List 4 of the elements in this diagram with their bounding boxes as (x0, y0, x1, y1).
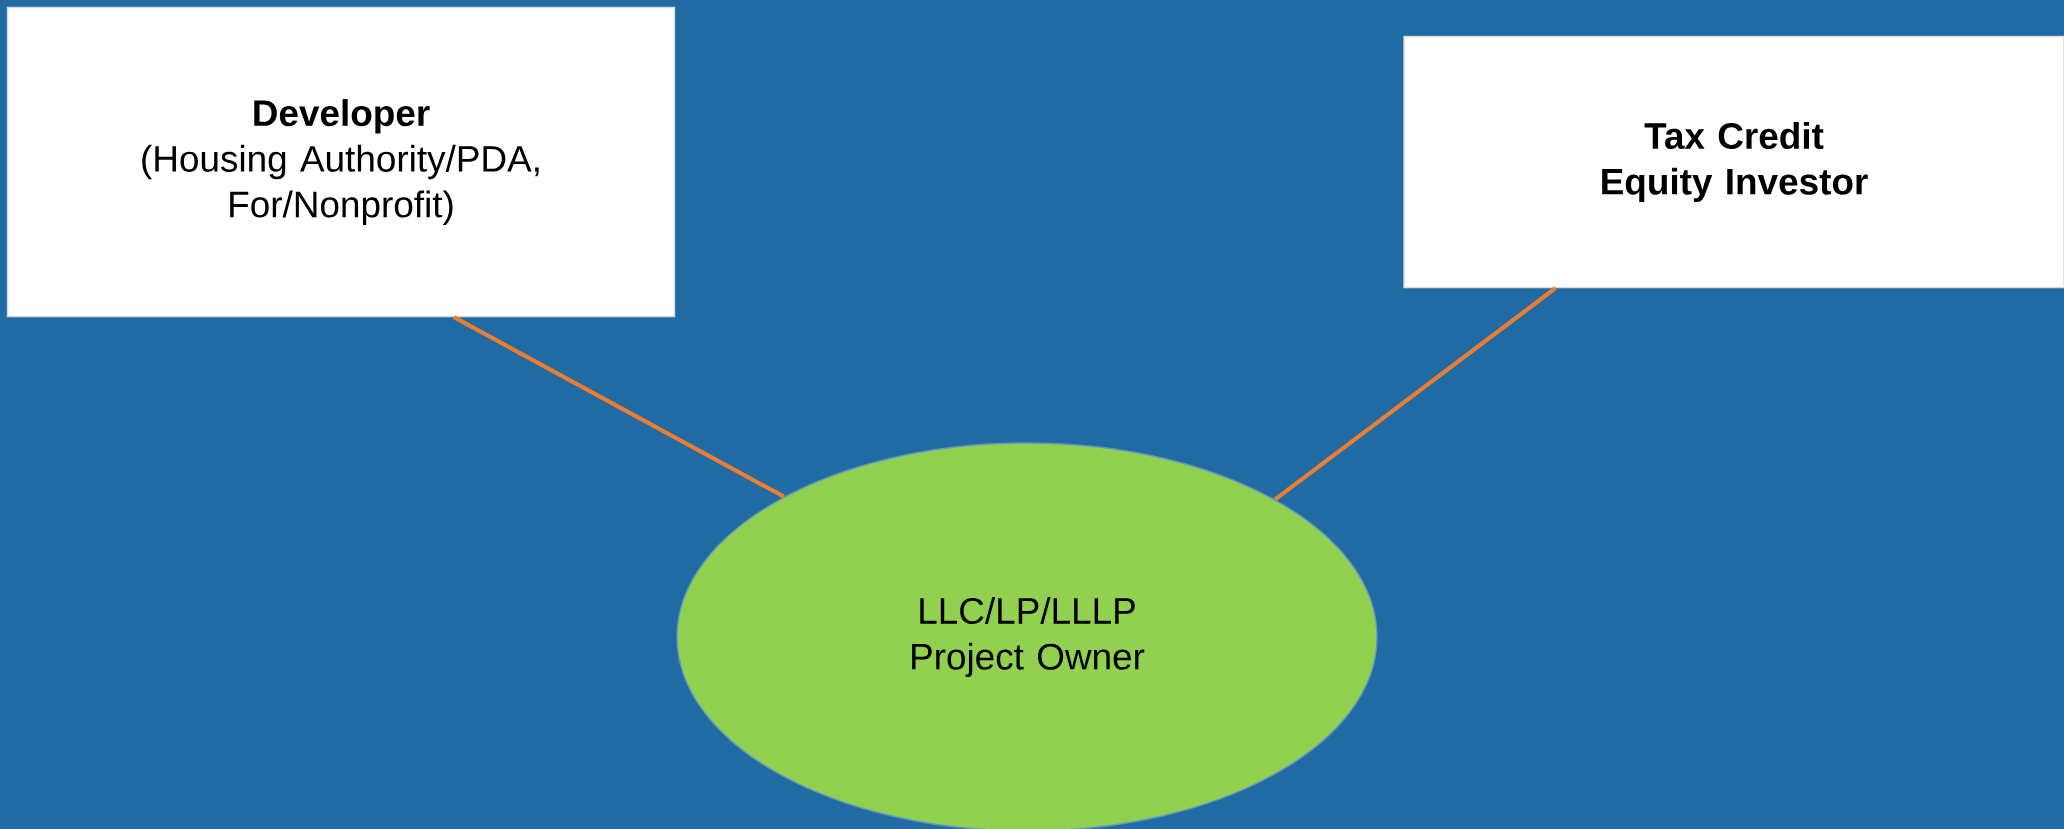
connector-line (1273, 286, 1557, 502)
connector-line (452, 315, 785, 499)
entity-box: Tax Credit Equity Investor (1403, 35, 2064, 289)
entity-box: Developer (Housing Authority/PDA, For/Nonprofit) (6, 6, 676, 318)
